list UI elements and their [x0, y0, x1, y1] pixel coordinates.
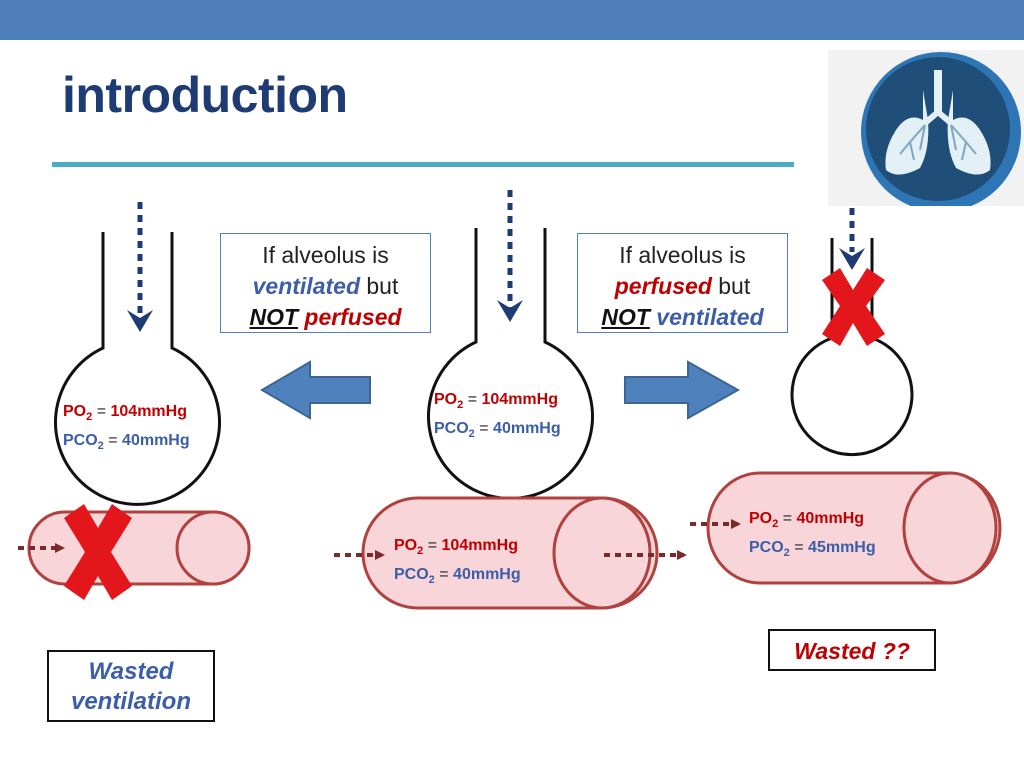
- perfused-word: perfused: [304, 304, 402, 330]
- title-underline: [52, 162, 794, 167]
- arrow-to-left-case: [260, 360, 371, 420]
- po2-line: PO2 = 104mmHg: [63, 403, 187, 424]
- airflow-arrow-right: [839, 208, 865, 270]
- condition-line-1: If alveolus is: [262, 242, 389, 268]
- pco2-line: PCO2 = 45mmHg: [749, 539, 876, 560]
- airflow-arrow-center: [497, 190, 523, 322]
- condition-line-2: perfused but: [578, 271, 787, 302]
- perfused-word: perfused: [614, 273, 712, 299]
- airflow-arrow-left: [127, 202, 153, 332]
- outcome-label: Wasted ??: [794, 638, 910, 664]
- condition-box-perfused-not-ventilated: If alveolus is perfused but NOT ventilat…: [577, 233, 788, 333]
- but-word: but: [718, 273, 751, 299]
- outcome-line-2: ventilation: [70, 688, 191, 715]
- pco2-line: PCO2 = 40mmHg: [63, 432, 190, 453]
- not-word: NOT: [249, 304, 299, 330]
- po2-line: PO2 = 104mmHg: [394, 537, 518, 558]
- capillary-center: [361, 496, 659, 610]
- not-word: NOT: [601, 304, 650, 330]
- gas-label-center-capillary: PO2 = 104mmHg PCO2 = 40mmHg: [394, 534, 521, 592]
- outcome-wasted-ventilation: Wasted ventilation: [47, 650, 215, 722]
- but-word: but: [366, 273, 399, 299]
- gas-label-center-alveolus: PO2 = 104mmHg PCO2 = 40mmHg: [434, 388, 561, 446]
- top-banner: [0, 0, 1024, 40]
- x-mark-ventilation-blocked: [822, 268, 885, 346]
- outcome-wasted-perfusion: Wasted ??: [768, 629, 936, 671]
- capillary-right: [706, 471, 1002, 585]
- alveolus-right: [790, 238, 914, 456]
- condition-line-1: If alveolus is: [619, 242, 746, 268]
- outcome-line-1: Wasted: [88, 658, 174, 685]
- condition-line-2: ventilated but: [221, 271, 430, 302]
- alveolus-left: [54, 232, 221, 506]
- condition-box-ventilated-not-perfused: If alveolus is ventilated but NOT perfus…: [220, 233, 431, 333]
- gas-label-left-alveolus: PO2 = 104mmHg PCO2 = 40mmHg: [63, 400, 190, 458]
- page-title: introduction: [62, 67, 348, 123]
- condition-line-3: NOT ventilated: [578, 302, 787, 333]
- x-mark-perfusion-blocked: [64, 504, 132, 600]
- pco2-line: PCO2 = 40mmHg: [394, 566, 521, 587]
- ventilated-word: ventilated: [656, 304, 764, 330]
- arrow-to-right-case: [624, 360, 741, 420]
- condition-line-3: NOT perfused: [221, 302, 430, 333]
- ventilated-word: ventilated: [252, 273, 360, 299]
- po2-line: PO2 = 40mmHg: [749, 510, 865, 531]
- po2-line: PO2 = 104mmHg: [434, 391, 558, 412]
- lungs-icon: [828, 50, 1024, 206]
- pco2-line: PCO2 = 40mmHg: [434, 420, 561, 441]
- gas-label-right-capillary: PO2 = 40mmHg PCO2 = 45mmHg: [749, 507, 876, 565]
